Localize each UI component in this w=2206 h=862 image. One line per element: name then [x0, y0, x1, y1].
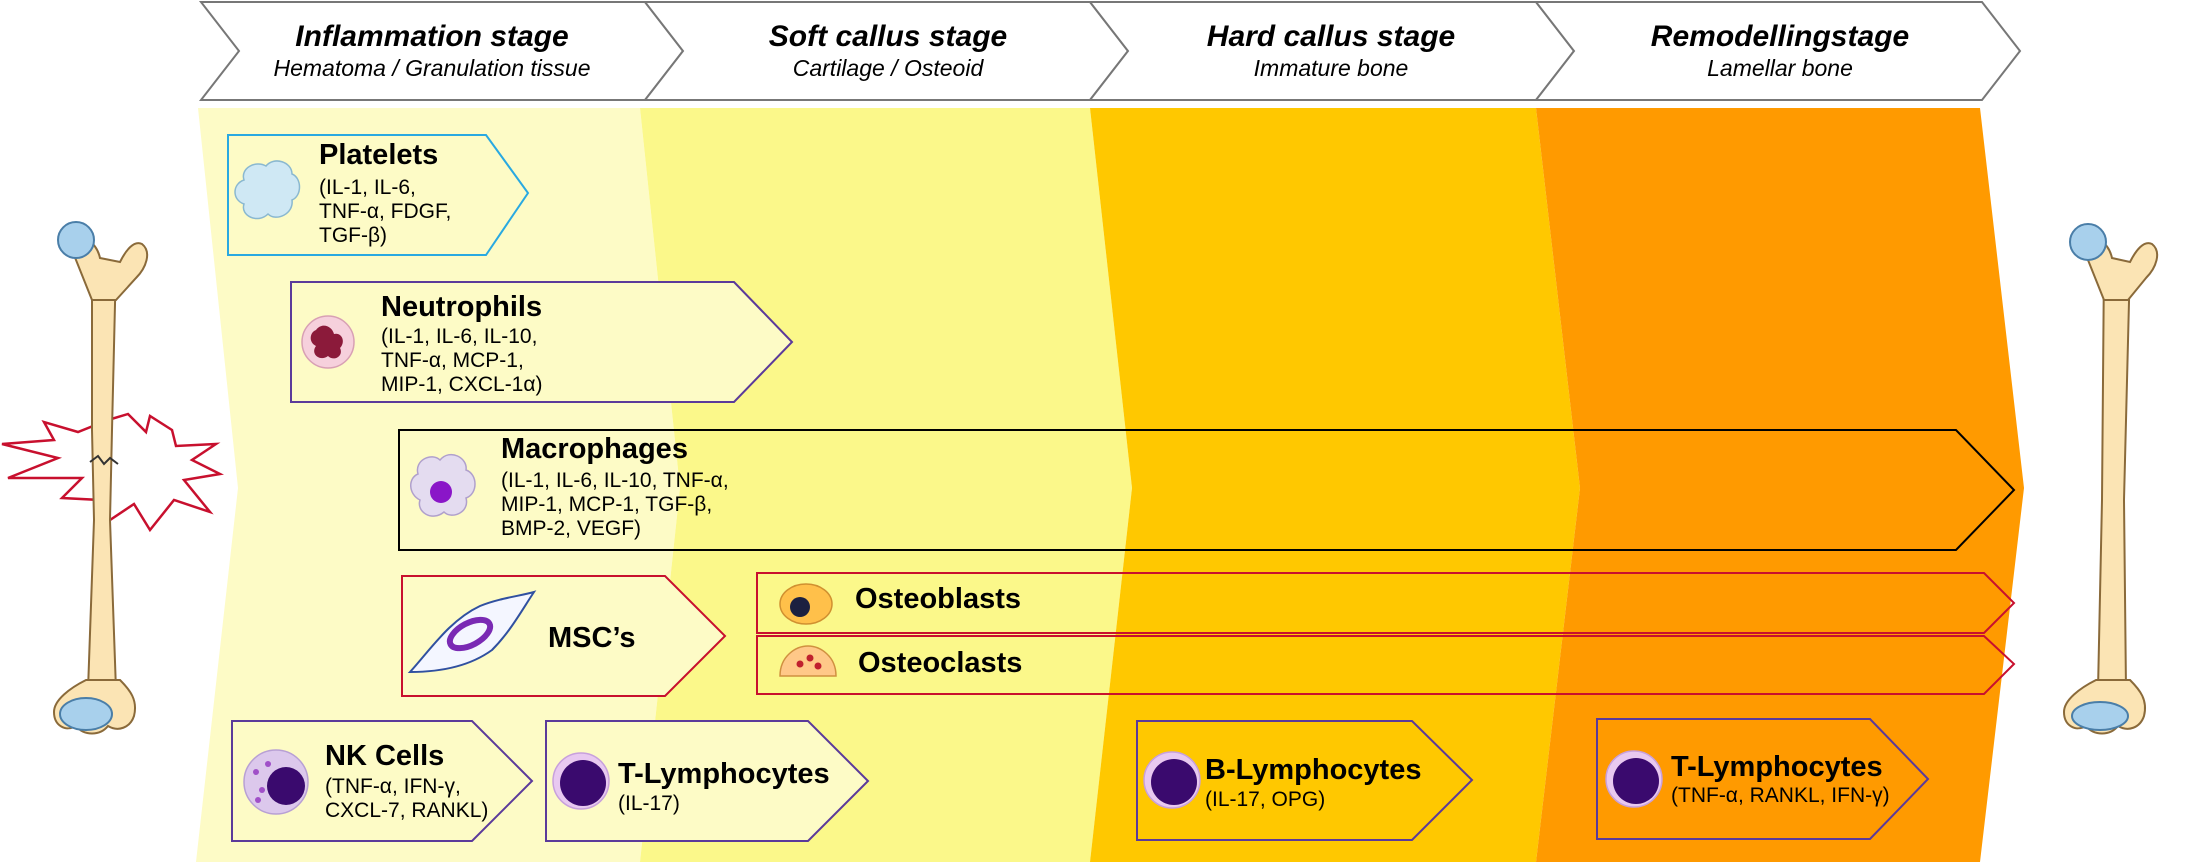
b-lymphocyte-nucleus: [1151, 759, 1197, 805]
platelets-arrow: [227, 134, 530, 256]
macrophages-cytokines-line1: (IL-1, IL-6, IL-10, TNF-α,: [501, 469, 729, 492]
t-lymphocyte-early-nucleus: [560, 760, 606, 806]
macrophages-name: Macrophages: [501, 433, 688, 465]
t-lymphocytes-early-box: T-Lymphocytes (IL-17): [545, 720, 870, 842]
osteoclast-icon: [779, 645, 837, 677]
stage-subtitle-remodelling: Lamellar bone: [1707, 55, 1853, 81]
osteoblasts-box: Osteoblasts: [756, 572, 2016, 634]
b-lymphocytes-cytokines: (IL-17, OPG): [1205, 788, 1325, 811]
stage-subtitle-soft-callus: Cartilage / Osteoid: [793, 55, 985, 81]
platelets-cytokines-line2: TNF-α, FDGF,: [319, 200, 451, 223]
nk-cells-arrow: [231, 720, 534, 842]
stage-headers: Inflammation stage Hematoma / Granulatio…: [198, 0, 2022, 101]
neutrophil-nucleus: [310, 325, 343, 359]
stage-band-soft-callus: [640, 108, 1132, 862]
bone-shaft: [86, 261, 118, 691]
healed-bone-shaft: [2096, 261, 2132, 691]
healed-bone-illustration: [2062, 223, 2159, 735]
stage-bands: [196, 108, 2024, 862]
osteoclast-nucleus-3: [814, 662, 822, 670]
nk-cells-name: NK Cells: [325, 740, 444, 772]
stage-subtitle-hard-callus: Immature bone: [1254, 55, 1409, 81]
macrophages-cytokines-line2: MIP-1, MCP-1, TGF-β,: [501, 493, 712, 516]
t-lymphocytes-late-cytokines: (TNF-α, RANKL, IFN-γ): [1671, 784, 1890, 807]
b-lymphocytes-arrow: [1136, 720, 1474, 841]
t-lymphocytes-late-name: T-Lymphocytes: [1671, 751, 1883, 783]
stage-header-remodelling: [1533, 0, 2022, 101]
b-lymphocytes-box: B-Lymphocytes (IL-17, OPG): [1136, 720, 1474, 841]
osteoclast-nucleus-2: [806, 654, 814, 662]
osteoclasts-box: Osteoclasts: [756, 635, 2016, 695]
femoral-head-icon: [57, 221, 95, 259]
macrophage-nucleus: [430, 481, 452, 503]
osteoclast-nucleus-1: [796, 660, 804, 668]
nk-cell-granule-1: [253, 769, 259, 775]
b-lymphocytes-name: B-Lymphocytes: [1205, 754, 1421, 786]
t-lymphocyte-late-nucleus: [1613, 758, 1659, 804]
t-lymphocytes-late-box: T-Lymphocytes (TNF-α, RANKL, IFN-γ): [1596, 718, 1930, 840]
condyle-cartilage: [59, 697, 113, 731]
neutrophils-box: Neutrophils (IL-1, IL-6, IL-10, TNF-α, M…: [290, 281, 794, 403]
neutrophils-name: Neutrophils: [381, 291, 542, 323]
osteoblasts-name: Osteoblasts: [855, 583, 1021, 615]
t-lymphocytes-late-arrow: [1596, 718, 1930, 840]
stage-title-remodelling: Remodellingstage: [1651, 20, 1909, 53]
platelet-icon: [234, 160, 301, 220]
nk-cell-nucleus: [267, 767, 305, 805]
t-lymphocytes-early-name: T-Lymphocytes: [618, 758, 830, 790]
nk-cell-granule-4: [265, 761, 271, 767]
neutrophils-cytokines-line3: MIP-1, CXCL-1α): [381, 373, 543, 396]
mscs-name: MSC’s: [548, 622, 636, 654]
macrophages-arrow: [398, 429, 2016, 551]
osteoblast-nucleus: [790, 597, 810, 617]
fracture-line: [89, 454, 119, 466]
t-lymphocytes-early-cytokines: (IL-17): [618, 792, 680, 815]
t-lymphocytes-early-arrow: [545, 720, 870, 842]
platelets-cytokines-line1: (IL-1, IL-6,: [319, 176, 416, 199]
healed-femoral-head-icon: [2069, 223, 2107, 261]
stage-subtitle-inflammation: Hematoma / Granulation tissue: [273, 55, 590, 81]
platelets-name: Platelets: [319, 139, 438, 171]
osteoclasts-name: Osteoclasts: [858, 647, 1022, 679]
msc-icon: [407, 590, 537, 674]
nk-cell-granule-2: [259, 787, 265, 793]
stage-band-hard-callus: [1090, 108, 1580, 862]
stage-title-hard-callus: Hard callus stage: [1207, 20, 1455, 53]
neutrophils-cytokines-line2: TNF-α, MCP-1,: [381, 349, 524, 372]
mscs-box: MSC’s: [401, 575, 727, 697]
platelets-cytokines-line3: TGF-β): [319, 224, 387, 247]
nk-cells-cytokines-line2: CXCL-7, RANKL): [325, 799, 488, 822]
osteoblasts-arrow: [756, 572, 2016, 634]
macrophages-cytokines-line3: BMP-2, VEGF): [501, 517, 641, 540]
fractured-bone-illustration: [1, 221, 224, 735]
nk-cells-cytokines-line1: (TNF-α, IFN-γ,: [325, 775, 461, 798]
neutrophils-arrow: [290, 281, 794, 403]
stage-title-inflammation: Inflammation stage: [295, 20, 568, 53]
stage-band-remodelling: [1536, 108, 2024, 862]
stage-title-soft-callus: Soft callus stage: [769, 20, 1007, 53]
osteoclasts-arrow: [756, 635, 2016, 695]
macrophages-box: Macrophages (IL-1, IL-6, IL-10, TNF-α, M…: [398, 429, 2016, 551]
nk-cells-box: NK Cells (TNF-α, IFN-γ, CXCL-7, RANKL): [231, 720, 534, 842]
healed-condyle-cartilage: [2071, 701, 2129, 731]
neutrophils-cytokines-line1: (IL-1, IL-6, IL-10,: [381, 325, 537, 348]
nk-cell-granule-3: [255, 797, 261, 803]
platelets-box: Platelets (IL-1, IL-6, TNF-α, FDGF, TGF-…: [227, 134, 530, 256]
msc-nucleus: [446, 616, 494, 652]
